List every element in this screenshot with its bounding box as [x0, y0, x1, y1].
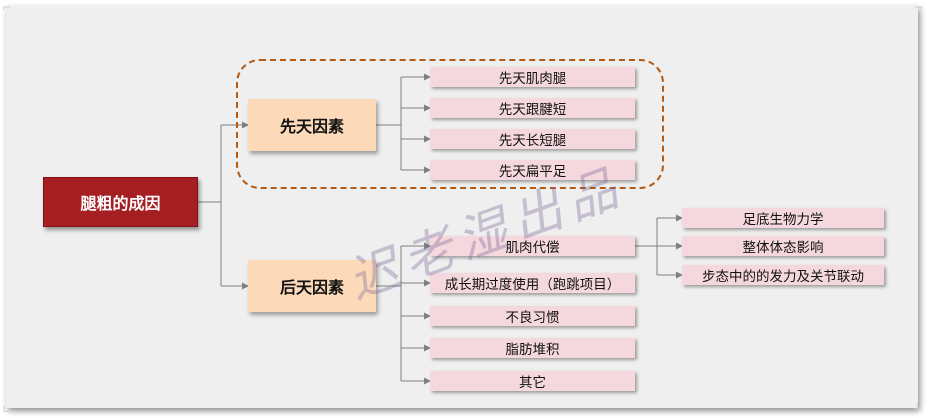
leaf-node: 肌肉代偿: [430, 236, 635, 256]
leaf-node: 先天扁平足: [430, 160, 635, 180]
leaf-node: 脂肪堆积: [430, 338, 635, 358]
bottom-right-corner-mark: ┘: [914, 403, 921, 416]
sub-leaf-node: 整体体态影响: [682, 236, 884, 256]
top-right-corner-mark: ¬: [914, 1, 924, 14]
branch-node-acquired: 后天因素: [248, 260, 376, 312]
leaf-node: 先天长短腿: [430, 129, 635, 149]
leaf-node: 先天肌肉腿: [430, 67, 635, 87]
branch-node-congenital: 先天因素: [248, 99, 376, 151]
leaf-node: 不良习惯: [430, 306, 635, 326]
bottom-left-corner-mark: ∟: [2, 403, 12, 416]
root-node: 腿粗的成因: [43, 177, 198, 227]
top-left-corner-mark: ⌐: [2, 1, 12, 14]
sub-leaf-node: 足底生物力学: [682, 208, 884, 228]
leaf-node: 先天跟腱短: [430, 98, 635, 118]
congenital-group-outline: [236, 59, 664, 189]
leaf-node: 其它: [430, 371, 635, 391]
sub-leaf-node: 步态中的的发力及关节联动: [682, 265, 884, 285]
leaf-node: 成长期过度使用（跑跳项目）: [430, 273, 635, 293]
